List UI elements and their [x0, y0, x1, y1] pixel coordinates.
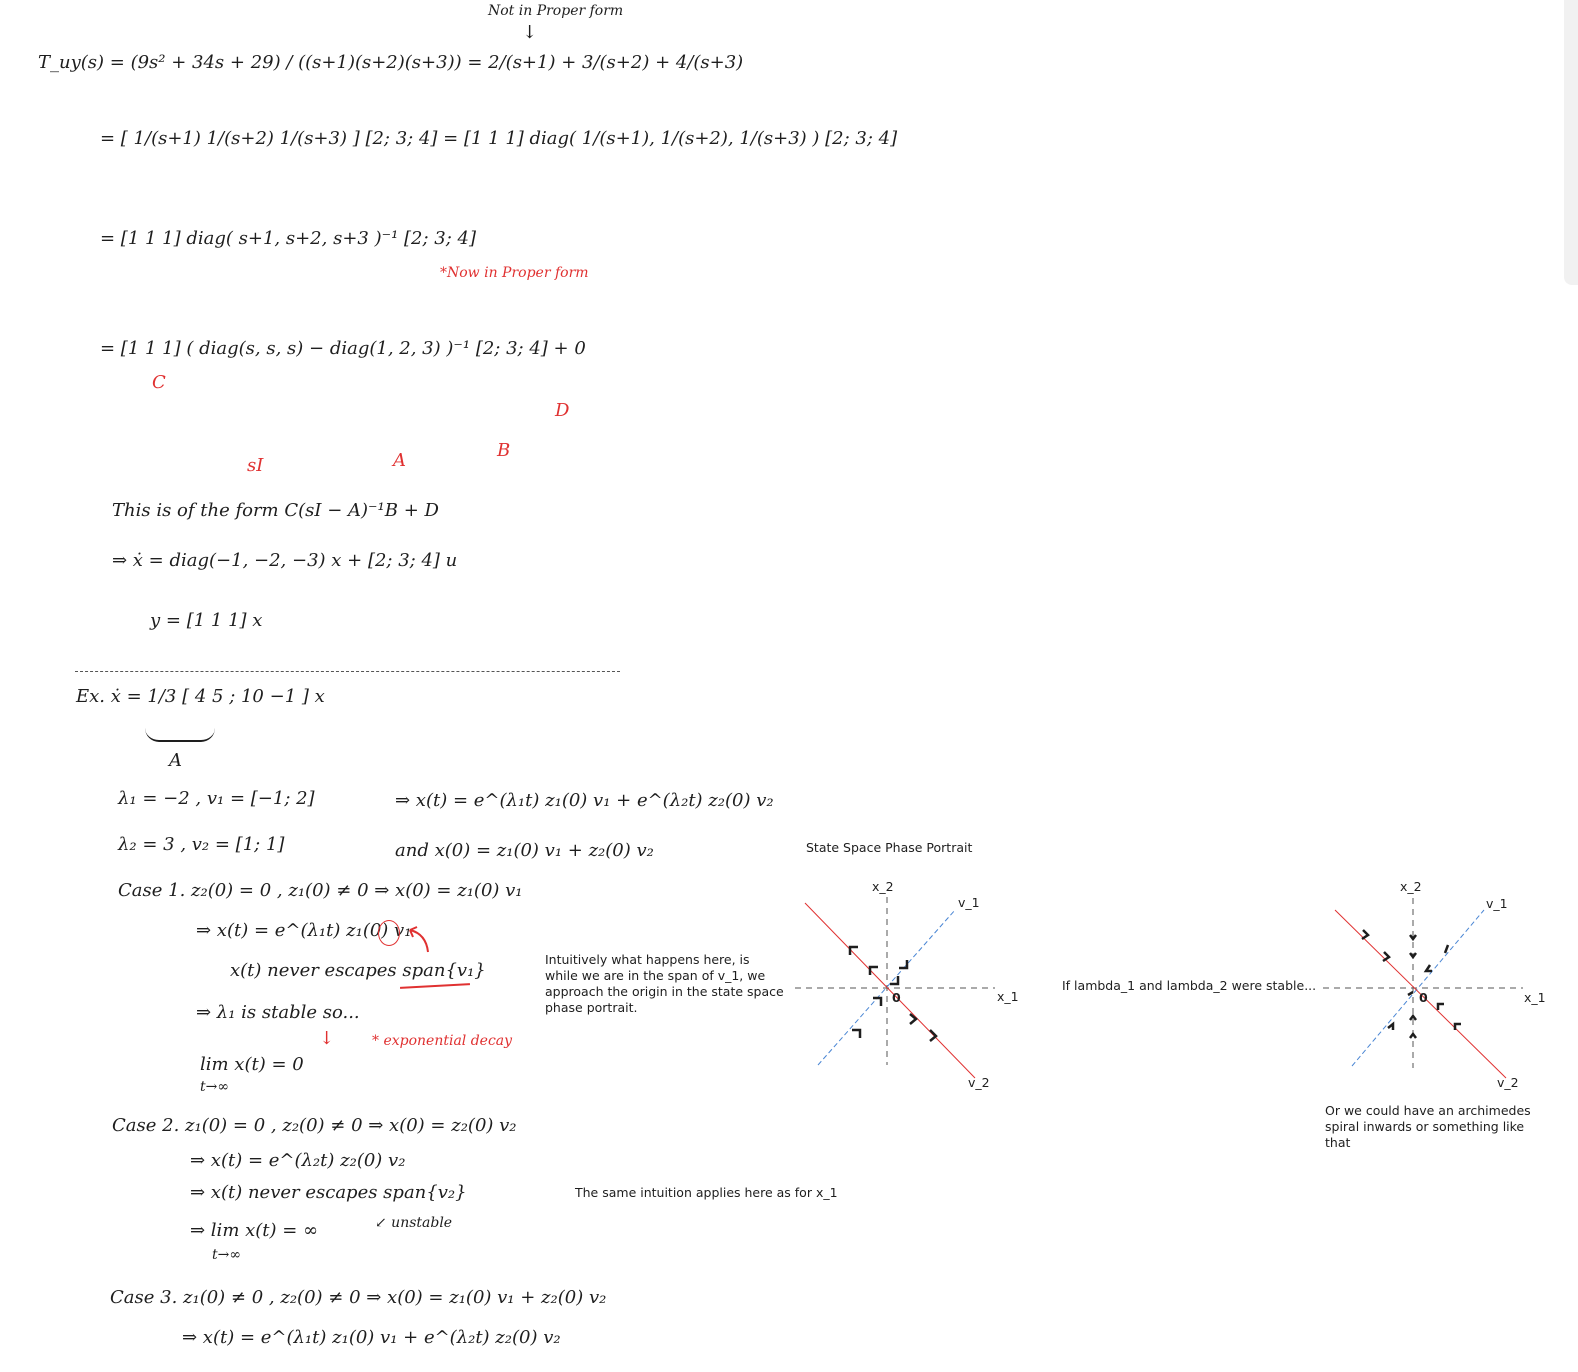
underbrace — [145, 728, 215, 742]
label-si: sI — [247, 455, 264, 476]
v1-eigenvector-line — [817, 909, 956, 1066]
origin-label-right: 0 — [1419, 990, 1428, 1005]
red-arrow-icon — [409, 926, 429, 953]
general-solution: ⇒ x(t) = e^(λ₁t) z₁(0) v₁ + e^(λ₂t) z₂(0… — [395, 790, 774, 811]
case-2-span: ⇒ x(t) never escapes span{v₂} — [190, 1182, 467, 1203]
flow-arrowheads — [848, 945, 938, 1042]
label-d: D — [555, 400, 570, 421]
intuition-note-1: Intuitively what happens here, is while … — [545, 952, 784, 1015]
x2-label: x_2 — [872, 879, 894, 894]
exponential-decay-note: * exponential decay — [372, 1033, 513, 1049]
v1-circle-highlight — [378, 920, 400, 946]
state-space-form-line: = [1 1 1] ( diag(s, s, s) − diag(1, 2, 3… — [100, 338, 586, 359]
v1-eigenvector-line — [1351, 909, 1485, 1067]
v2-label-right: v_2 — [1497, 1075, 1519, 1090]
scrollbar[interactable] — [1564, 0, 1578, 285]
case-1-stable: ⇒ λ₁ is stable so... — [196, 1002, 360, 1023]
case-1-limit-sub: t→∞ — [200, 1079, 230, 1095]
spiral-note: Or we could have an archimedes spiral in… — [1325, 1103, 1531, 1150]
down-arrow-icon: ↓ — [522, 22, 538, 43]
label-a: A — [393, 450, 406, 471]
flow-arrowheads — [1361, 929, 1461, 1039]
output-equation: y = [1 1 1] x — [150, 610, 263, 631]
v2-label: v_2 — [968, 1075, 990, 1090]
label-b: B — [497, 440, 511, 461]
eigen-pair-2: λ₂ = 3 , v₂ = [1; 1] — [118, 834, 285, 855]
matrix-form-line: = [ 1/(s+1) 1/(s+2) 1/(s+3) ] [2; 3; 4] … — [100, 128, 898, 149]
case-1-solution: ⇒ x(t) = e^(λ₁t) z₁(0) v₁ — [196, 920, 412, 941]
x1-label: x_1 — [997, 989, 1019, 1004]
label-c: C — [152, 372, 166, 393]
stable-note: If lambda_1 and lambda_2 were stable... — [1062, 978, 1317, 993]
case-2-limit: ⇒ lim x(t) = ∞ — [190, 1220, 319, 1241]
example-a-label: A — [169, 750, 182, 771]
transfer-function-line: T_uy(s) = (9s² + 34s + 29) / ((s+1)(s+2)… — [38, 52, 744, 73]
case-2-solution: ⇒ x(t) = e^(λ₂t) z₂(0) v₂ — [190, 1150, 406, 1171]
unstable-note: ↙ unstable — [375, 1215, 453, 1231]
v1-label-right: v_1 — [1486, 896, 1508, 911]
x1-label-right: x_1 — [1524, 990, 1546, 1005]
case-3-heading: Case 3. z₁(0) ≠ 0 , z₂(0) ≠ 0 ⇒ x(0) = z… — [110, 1287, 607, 1308]
phase-portrait-title: State Space Phase Portrait — [806, 840, 973, 855]
x2-label-right: x_2 — [1400, 879, 1422, 894]
form-statement: This is of the form C(sI − A)⁻¹B + D — [112, 500, 439, 521]
note-not-proper-form: Not in Proper form — [488, 3, 624, 19]
state-equation: ⇒ ẋ = diag(−1, −2, −3) x + [2; 3; 4] u — [112, 550, 458, 571]
case-1-limit: lim x(t) = 0 — [200, 1054, 304, 1075]
inverse-form-line: = [1 1 1] diag( s+1, s+2, s+3 )⁻¹ [2; 3;… — [100, 228, 477, 249]
note-now-proper-form: *Now in Proper form — [440, 265, 589, 281]
case-2-limit-sub: t→∞ — [212, 1247, 242, 1263]
red-down-arrow-icon: ↓ — [319, 1028, 335, 1049]
eigen-pair-1: λ₁ = −2 , v₁ = [−1; 2] — [118, 788, 315, 809]
span-underline — [399, 983, 471, 989]
phase-portrait-unstable — [795, 897, 995, 1079]
origin-label: 0 — [892, 990, 901, 1005]
example-system: Ex. ẋ = 1/3 [ 4 5 ; 10 −1 ] x — [76, 686, 325, 707]
case-2-heading: Case 2. z₁(0) = 0 , z₂(0) ≠ 0 ⇒ x(0) = z… — [112, 1115, 517, 1136]
intuition-note-2: The same intuition applies here as for x… — [575, 1185, 838, 1200]
case-1-heading: Case 1. z₂(0) = 0 , z₁(0) ≠ 0 ⇒ x(0) = z… — [118, 880, 523, 901]
section-divider — [75, 671, 620, 672]
v2-eigenvector-line — [804, 902, 976, 1079]
case-1-span: x(t) never escapes span{v₁} — [230, 960, 486, 981]
v1-label: v_1 — [958, 895, 980, 910]
phase-portrait-stable — [1323, 898, 1523, 1079]
initial-condition: and x(0) = z₁(0) v₁ + z₂(0) v₂ — [395, 840, 654, 861]
case-3-solution: ⇒ x(t) = e^(λ₁t) z₁(0) v₁ + e^(λ₂t) z₂(0… — [182, 1327, 561, 1348]
